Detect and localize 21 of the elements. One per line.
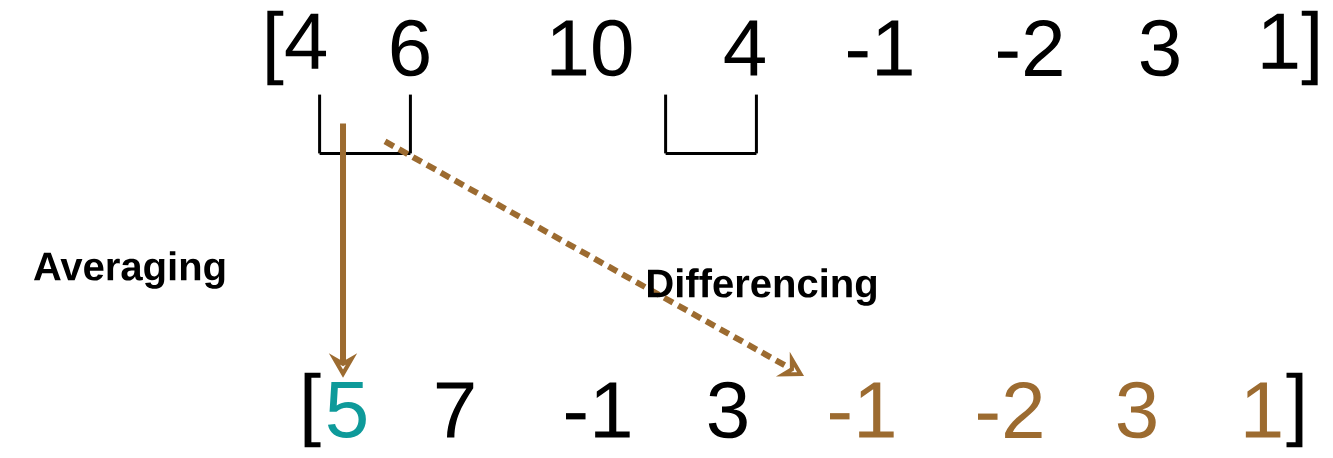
number: -1: [566, 382, 630, 438]
number: 5: [327, 382, 366, 438]
number: 10: [551, 19, 632, 77]
edge-label: Averaging: [33, 251, 225, 289]
number: -2: [998, 20, 1062, 76]
bracket: [664, 94, 758, 155]
bracket: [318, 94, 412, 155]
edge-label: Differencing: [648, 268, 876, 306]
number: [4: [267, 10, 326, 86]
number: 6: [391, 19, 429, 77]
number: 3: [1140, 19, 1179, 77]
number: 3: [708, 381, 747, 439]
number: ]: [1286, 372, 1303, 448]
number: [: [304, 372, 321, 448]
number: 1: [1245, 382, 1281, 438]
number: 1]: [1262, 10, 1318, 86]
number: 3: [1117, 381, 1156, 439]
number: -2: [978, 382, 1042, 438]
number: -1: [848, 20, 912, 76]
number: -1: [830, 382, 894, 438]
number: 7: [436, 382, 474, 438]
